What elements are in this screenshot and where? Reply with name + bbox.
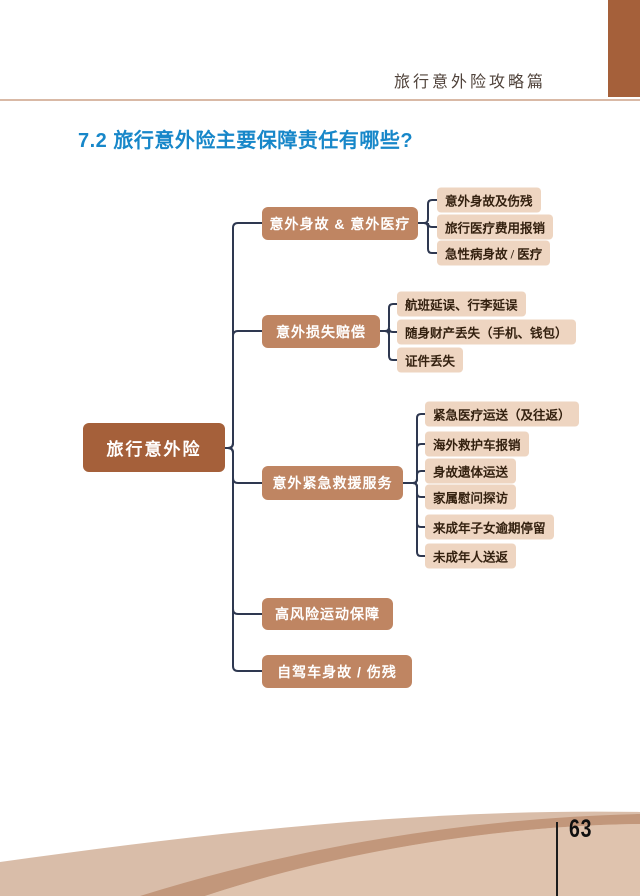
connector-line <box>224 447 263 672</box>
connector-line <box>224 447 263 484</box>
footer-swoosh-graphic <box>0 811 640 896</box>
connector-line <box>402 470 426 484</box>
connector-line <box>417 222 438 254</box>
tree-leaf: 来成年子女逾期停留 <box>425 514 554 540</box>
tree-leaf: 家属慰问探访 <box>425 484 517 510</box>
connector-line <box>402 482 426 528</box>
tree-leaf: 急性病身故 / 医疗 <box>437 240 551 266</box>
tree-leaf: 证件丢失 <box>397 347 464 373</box>
tree-leaf: 意外身故及伤残 <box>437 187 541 213</box>
connector-line <box>379 330 398 361</box>
tree-leaf: 航班延误、行李延误 <box>397 291 526 317</box>
section-title: 7.2 旅行意外险主要保障责任有哪些? <box>78 130 414 152</box>
connector-line <box>402 482 426 557</box>
connector-line <box>379 327 398 336</box>
connector-line <box>417 222 438 228</box>
tree-leaf: 未成年人送返 <box>425 543 517 569</box>
connector-line <box>224 447 263 615</box>
tree-branch-accident-medical: 意外身故 & 意外医疗 <box>262 207 418 240</box>
connector-line <box>224 222 263 449</box>
tree-leaf: 紧急医疗运送（及往返） <box>425 401 579 427</box>
connector-line <box>402 443 426 484</box>
tree-branch-loss-compensation: 意外损失赔偿 <box>262 315 380 348</box>
header-chapter-title: 旅行意外险攻略篇 <box>393 74 546 91</box>
tree-root-node: 旅行意外险 <box>83 423 225 472</box>
page-number-divider <box>556 822 558 896</box>
header-accent-bar <box>608 0 640 97</box>
tree-leaf: 随身财产丢失（手机、钱包） <box>397 319 576 345</box>
tree-leaf: 身故遗体运送 <box>425 458 517 484</box>
tree-branch-emergency-rescue: 意外紧急救援服务 <box>262 466 403 500</box>
page-number: 63 <box>569 815 593 843</box>
connector-line <box>402 413 426 484</box>
connector-line <box>402 482 426 498</box>
tree-branch-high-risk-sports: 高风险运动保障 <box>262 598 393 630</box>
tree-leaf: 海外救护车报销 <box>425 431 529 457</box>
header-divider <box>0 99 640 101</box>
connector-line <box>224 330 263 449</box>
tree-branch-self-driving: 自驾车身故 / 伤残 <box>262 655 412 688</box>
tree-leaf: 旅行医疗费用报销 <box>437 214 554 240</box>
connector-line <box>417 199 438 224</box>
connector-line <box>379 303 398 332</box>
